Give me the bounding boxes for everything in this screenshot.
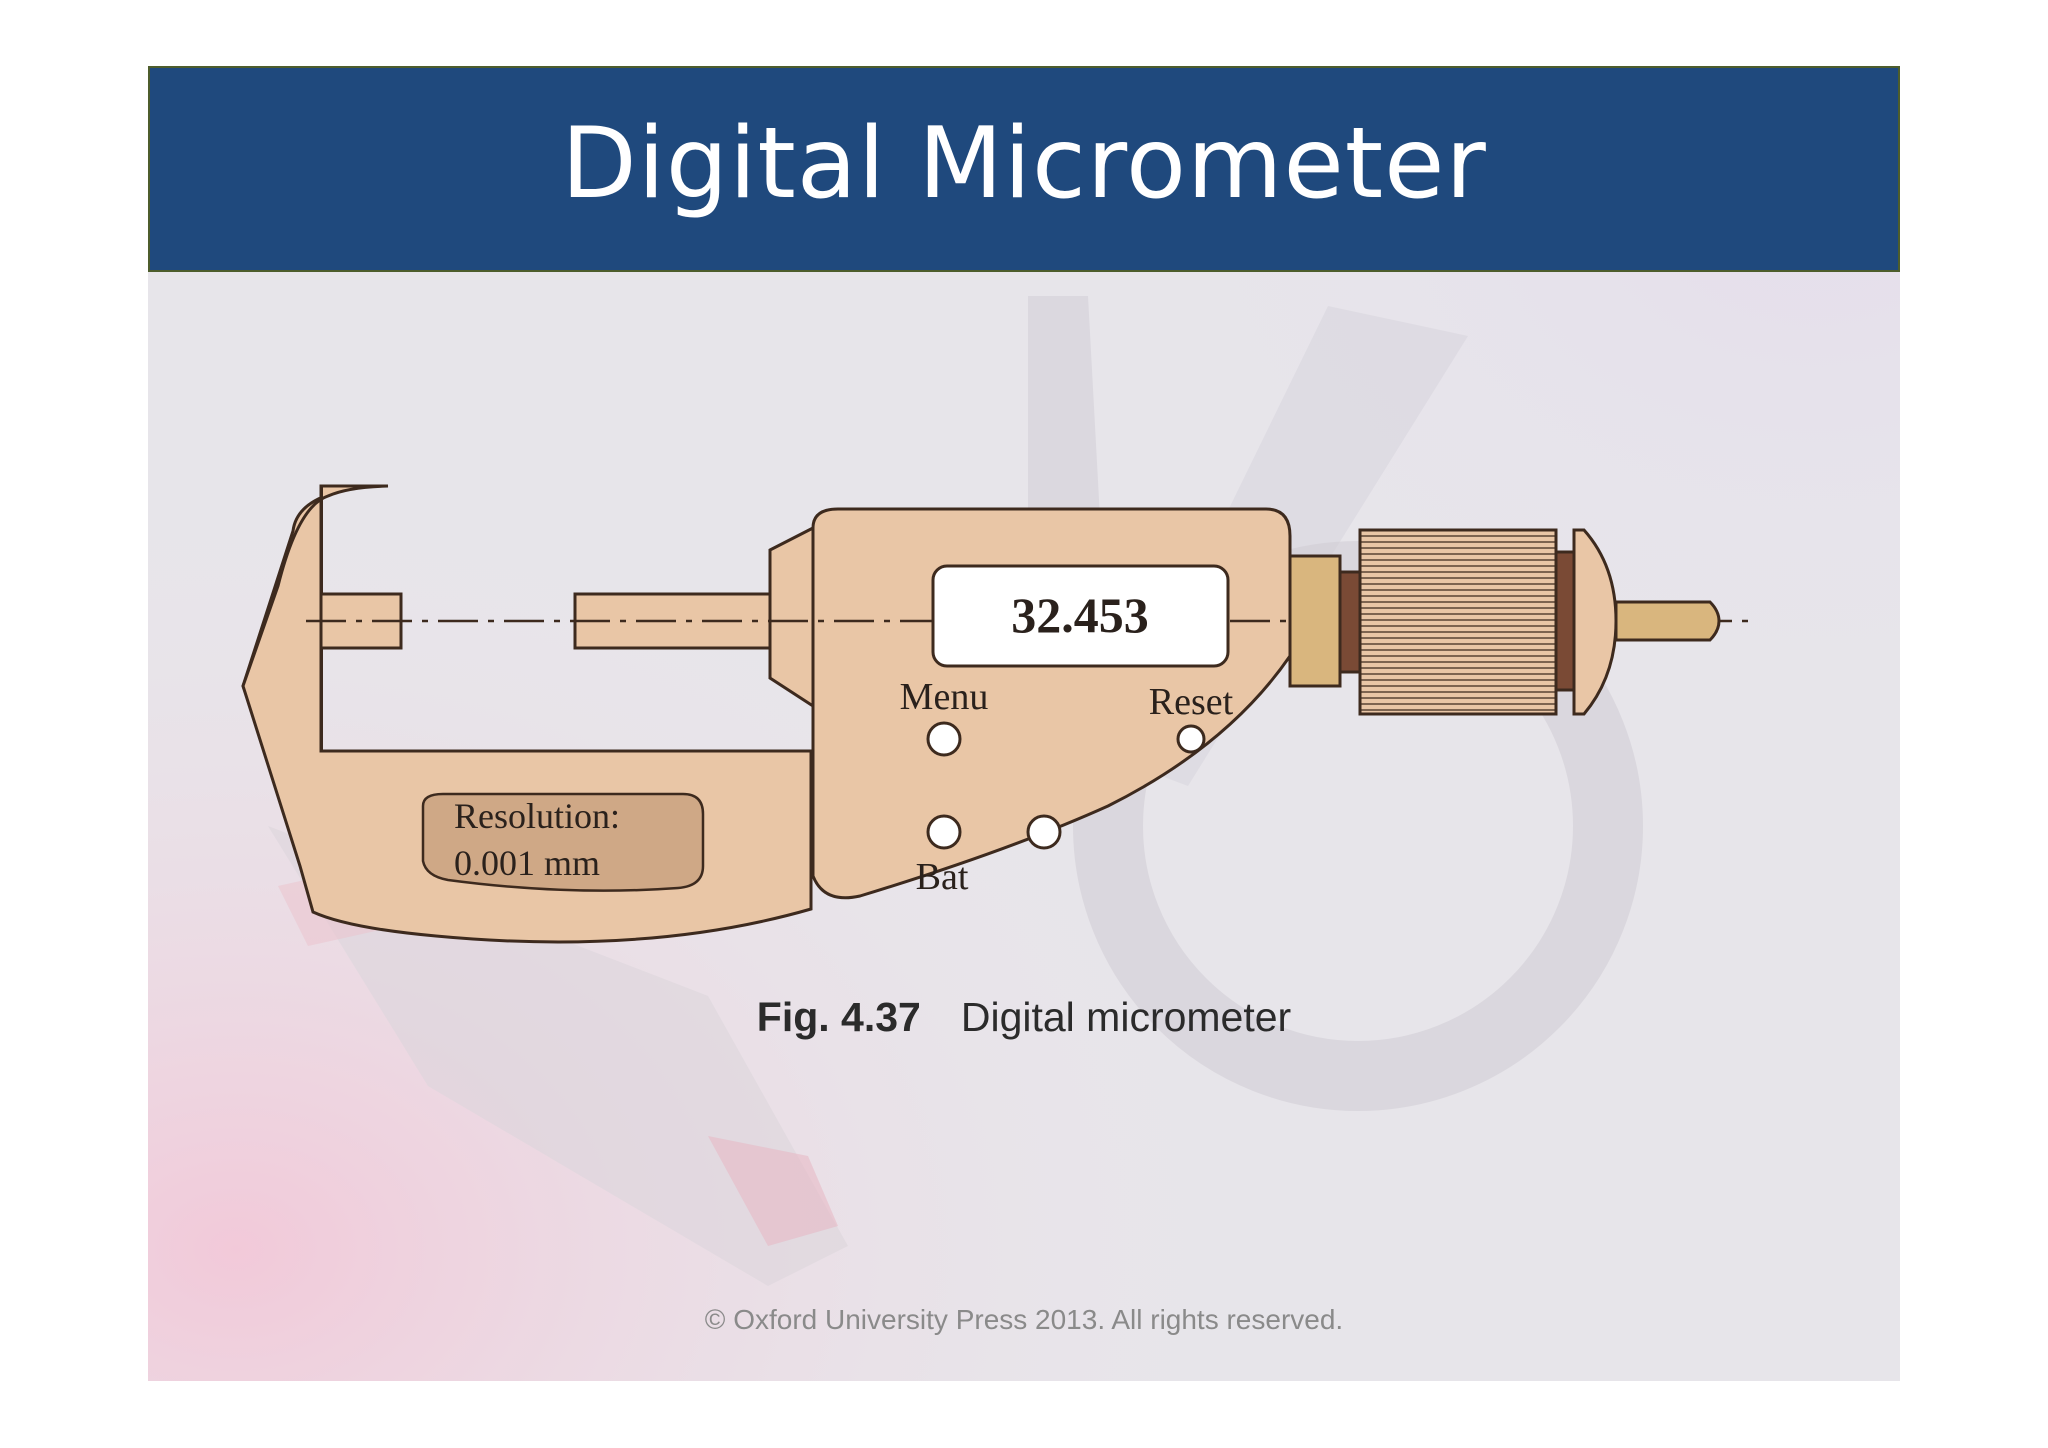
bat-label: Bat: [916, 856, 969, 898]
figure-caption-text: Digital micrometer: [960, 994, 1292, 1040]
figure-number: Fig. 4.37: [756, 994, 921, 1040]
display-reading: 32.453: [1011, 587, 1149, 643]
fourth-button: [1026, 814, 1062, 850]
ratchet-stem: [1614, 600, 1721, 642]
bat-button: [926, 814, 962, 850]
spindle-boss: [768, 525, 815, 709]
reset-label: Reset: [1149, 681, 1234, 723]
slide-title: Digital Micrometer: [561, 107, 1487, 221]
barrel-ring: [1338, 570, 1362, 674]
reset-button: [1176, 724, 1206, 754]
copyright-notice: © Oxford University Press 2013. All righ…: [704, 1304, 1344, 1335]
micrometer-diagram: 32.453 Menu Reset Bat Resolution: 0.001 …: [241, 484, 1758, 944]
title-bar: Digital Micrometer: [148, 66, 1900, 272]
menu-button: [926, 721, 962, 757]
menu-label: Menu: [900, 676, 989, 718]
thimble-ring: [1554, 550, 1576, 692]
resolution-plate: [421, 792, 705, 892]
resolution-line2: 0.001 mm: [454, 843, 600, 883]
figure-caption: Fig. 4.37 Digital micrometer: [148, 994, 1900, 1041]
lcd-display: [931, 564, 1230, 668]
barrel: [1288, 554, 1342, 688]
end-cap: [1572, 528, 1618, 716]
thimble: [1358, 528, 1558, 716]
slide: Digital Micrometer 32.453 Menu Reset Bat…: [148, 66, 1900, 1381]
resolution-line1: Resolution:: [454, 796, 620, 836]
